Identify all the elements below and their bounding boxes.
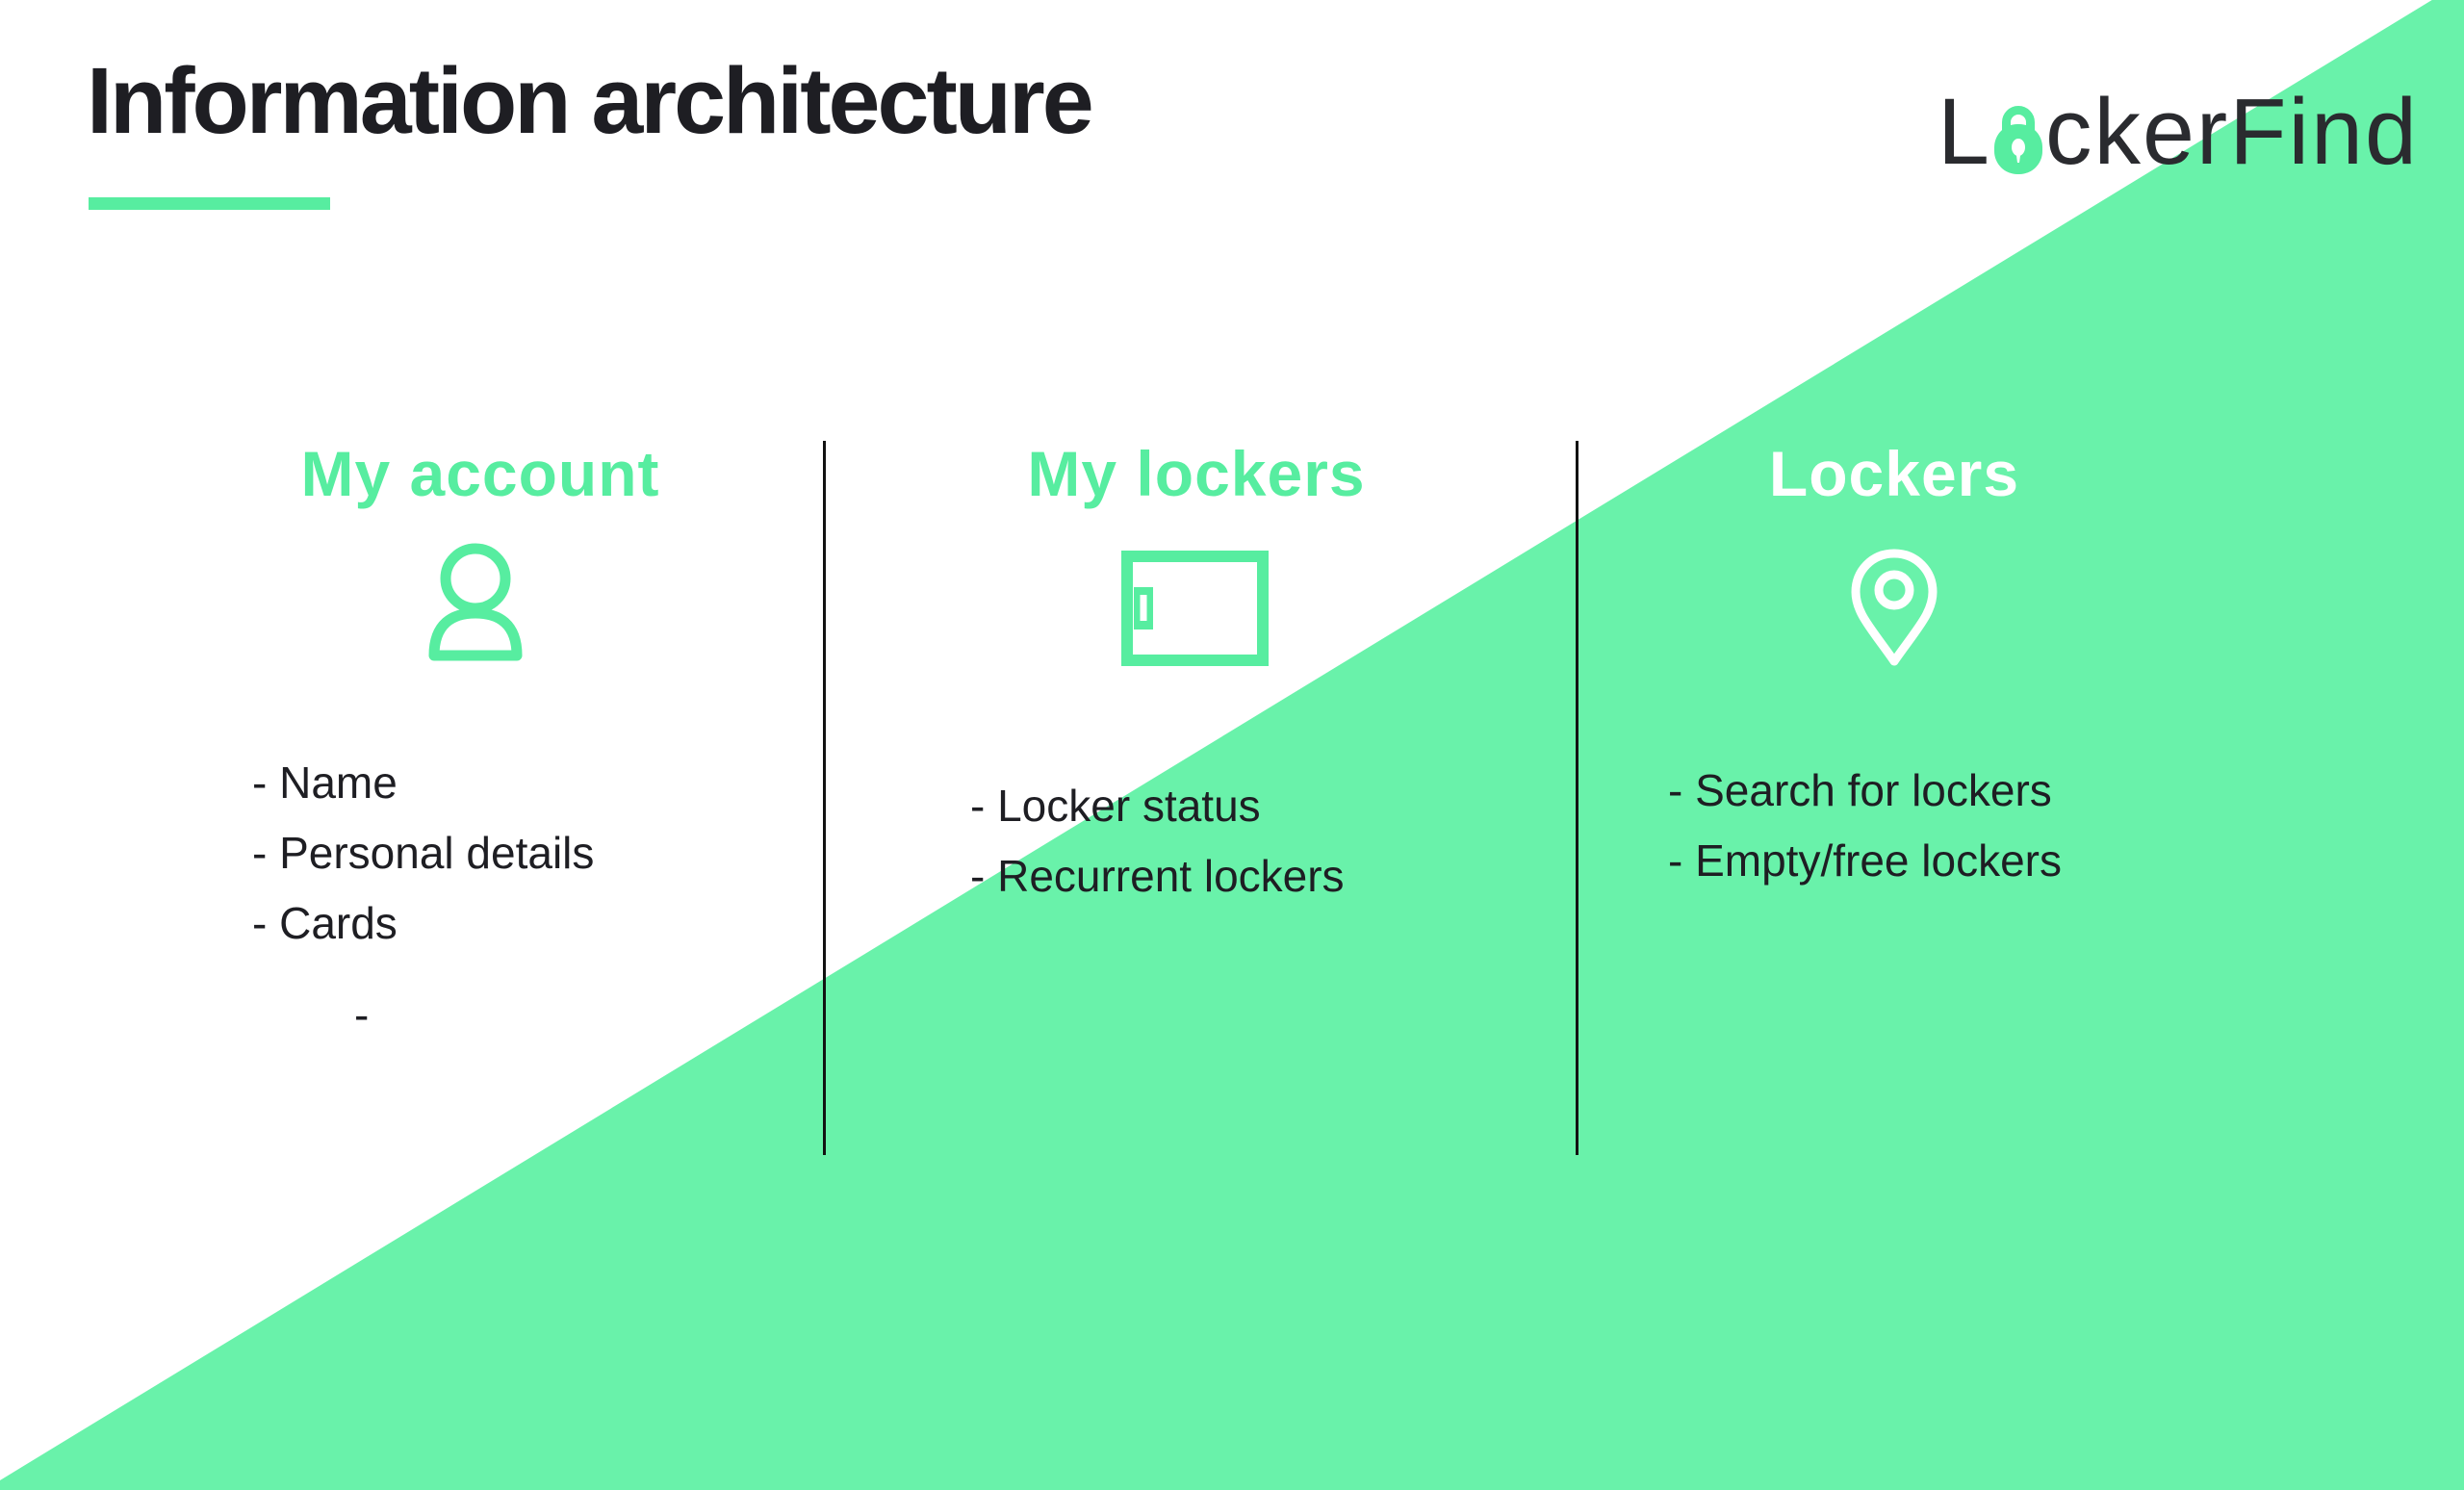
logo-text-prefix: L (1938, 79, 1991, 184)
list-item: - Personal details (252, 828, 595, 878)
padlock-icon (1993, 106, 2042, 174)
person-icon (428, 543, 523, 661)
column-title-my-lockers: My lockers (1027, 438, 1366, 509)
empty-list-dash: - (354, 989, 370, 1040)
list-item: - Cards (252, 898, 398, 948)
brand-logo: L ckerFind (1938, 85, 2419, 178)
column-divider-2 (1576, 441, 1578, 1155)
list-item: - Recurrent lockers (970, 851, 1345, 901)
column-title-lockers: Lockers (1768, 438, 2020, 509)
list-item: - Locker status (970, 781, 1261, 831)
logo-text-suffix: ckerFind (2044, 79, 2419, 184)
title-underline (89, 197, 330, 210)
my-account-list: - Name - Personal details - Cards (252, 748, 594, 959)
list-item: - Name (252, 758, 398, 808)
column-divider-1 (823, 441, 826, 1155)
list-item: - Empty/free lockers (1668, 835, 2062, 886)
page-title: Information architecture (87, 48, 1094, 153)
list-item: - Search for lockers (1668, 765, 2052, 815)
column-title-my-account: My account (300, 438, 660, 509)
lockers-list: - Search for lockers - Empty/free lockers (1668, 756, 2062, 896)
map-pin-icon (1851, 549, 1938, 666)
my-lockers-list: - Locker status - Recurrent lockers (970, 771, 1345, 912)
locker-icon (1121, 551, 1269, 666)
